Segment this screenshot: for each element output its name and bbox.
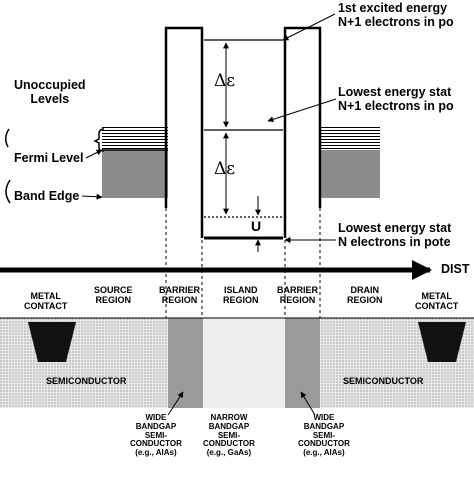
- lowest-n1-level-label: Lowest energy stat N+1 electrons in po: [338, 85, 454, 113]
- excited-level-label: 1st excited energy N+1 electrons in po: [338, 1, 454, 29]
- semiconductor-right-label: SEMICONDUCTOR: [343, 376, 424, 386]
- metal-contact-left-label: METAL CONTACT: [24, 291, 68, 311]
- semiconductor-left-block: [0, 318, 168, 408]
- barrier-left-region-label: BARRIER REGION: [159, 285, 201, 305]
- wide-left-leader: [167, 391, 184, 416]
- u-label: U: [251, 218, 262, 234]
- band-edge-leader: [81, 193, 103, 200]
- excited-leader: [282, 13, 336, 41]
- barrier-left-block: [168, 318, 203, 408]
- source-occupied-band: [102, 150, 168, 198]
- delta-e-bottom-label: Δε: [214, 159, 236, 179]
- delta-e-top-label: Δε: [214, 71, 236, 91]
- barrier-profile-right: [283, 26, 322, 238]
- source-unoccupied-levels: [102, 126, 168, 150]
- drain-occupied-band: [320, 150, 380, 198]
- source-region-label: SOURCE REGION: [94, 285, 133, 305]
- lowest-n-level-label: Lowest energy stat N electrons in pote: [338, 221, 452, 249]
- island-block: [203, 318, 285, 408]
- lowest-n1-leader: [267, 98, 337, 123]
- metal-contact-left-shape: [28, 322, 76, 362]
- island-region-label: ISLAND REGION: [223, 285, 259, 305]
- barrier-right-region-label: BARRIER REGION: [277, 285, 319, 305]
- wide-bandgap-left-label: WIDE BANDGAP SEMI- CONDUCTOR (e.g., AlAs…: [130, 413, 182, 458]
- narrow-bandgap-label: NARROW BANDGAP SEMI- CONDUCTOR (e.g., Ga…: [203, 413, 255, 458]
- fermi-leader: [85, 149, 103, 159]
- wide-bandgap-right-label: WIDE BANDGAP SEMI- CONDUCTOR (e.g., AlAs…: [298, 413, 350, 458]
- metal-contact-right-label: METAL CONTACT: [415, 291, 459, 311]
- semiconductor-left-label: SEMICONDUCTOR: [46, 376, 127, 386]
- drain-region-label: DRAIN REGION: [347, 285, 383, 305]
- wide-right-leader: [300, 391, 316, 416]
- fermi-level-label: Fermi Level: [14, 151, 84, 165]
- band-edge-label: Band Edge: [14, 189, 80, 203]
- distance-axis-label: DIST: [441, 262, 470, 276]
- barrier-profile-left: [164, 26, 204, 238]
- unoccupied-levels-label: Unoccupied Levels: [14, 78, 86, 106]
- drain-unoccupied-levels: [320, 126, 380, 150]
- metal-contact-right-shape: [418, 322, 466, 362]
- left-edge-arc-bottom: [5, 179, 11, 204]
- left-edge-arc-top: [5, 128, 10, 148]
